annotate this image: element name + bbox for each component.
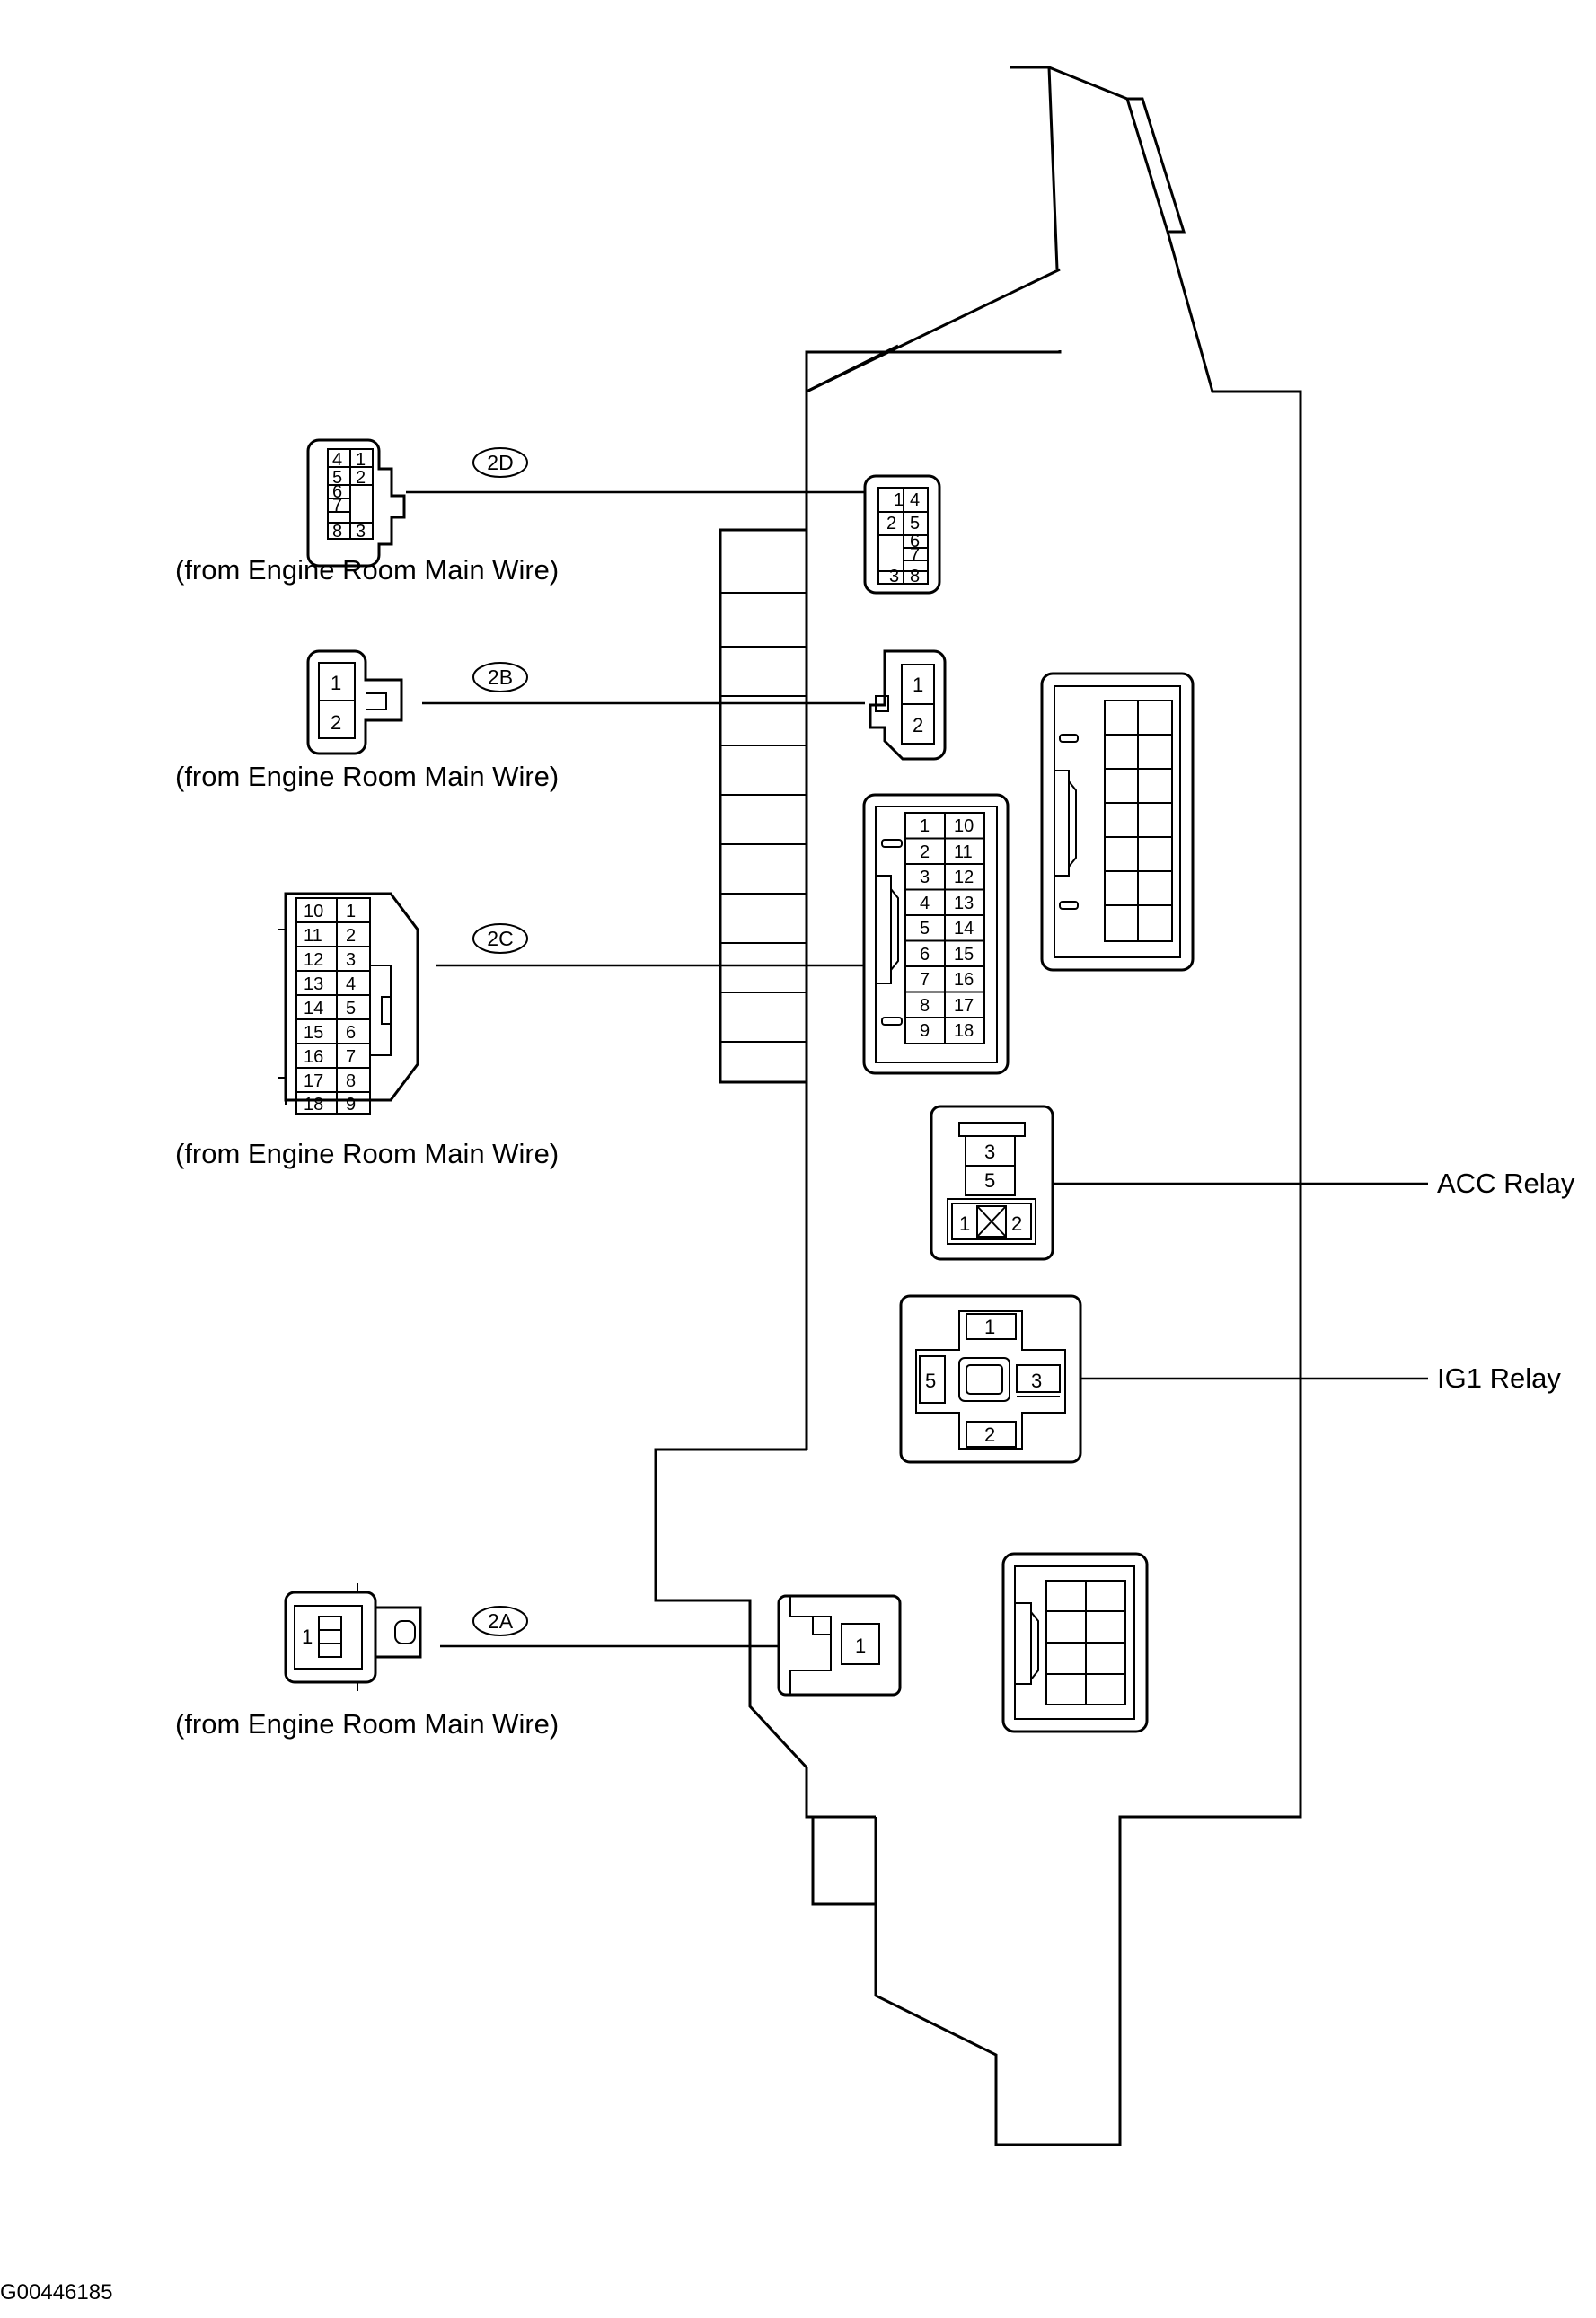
pin-label: 1	[984, 1316, 995, 1338]
pin-label: 2	[346, 926, 356, 946]
harness-connector-2b[interactable]: 1 2	[306, 649, 403, 755]
harness-connector-2d[interactable]: 4 1 5 2 6 7 8 3	[306, 438, 406, 568]
pin-label: 7	[920, 970, 930, 990]
pin-grid: 10 1 11 2 12 3 13 4 14 5 15 6 16 7 17 8 …	[304, 902, 356, 1115]
block-connector-2a[interactable]: 1	[777, 1594, 902, 1697]
pin-label: 17	[954, 996, 974, 1016]
pin-label: 5	[920, 919, 930, 939]
code-label: 2B	[488, 665, 513, 689]
pin-label: 10	[954, 816, 974, 836]
acc-relay-socket[interactable]: 3 5 1 2	[930, 1105, 1054, 1261]
harness-note-2a: (from Engine Room Main Wire)	[175, 1708, 559, 1740]
pin-label: 2	[913, 714, 923, 736]
code-badge-2c: 2C	[472, 923, 528, 954]
pin-label: 16	[954, 970, 974, 990]
rib-lines	[720, 592, 807, 1043]
pin-grid: 1 10 2 11 3 12 4 13 5 14 6 15 7 16 8 17 …	[920, 816, 974, 1041]
pin-label: 9	[346, 1095, 356, 1115]
harness-connector-2c[interactable]: 10 1 11 2 12 3 13 4 14 5 15 6 16 7 17 8 …	[278, 892, 419, 1115]
pin-label: 6	[910, 532, 920, 551]
harness-note-2b: (from Engine Room Main Wire)	[175, 761, 559, 792]
pin-label: 1	[920, 816, 930, 836]
pin-label: 2	[1011, 1212, 1022, 1235]
junction-block-body	[654, 66, 1302, 2146]
pin-label: 4	[346, 974, 356, 994]
harness-note-2d: (from Engine Room Main Wire)	[175, 554, 559, 586]
pin-label: 11	[304, 926, 322, 946]
pin-label: 2	[920, 842, 930, 862]
pin-label: 11	[954, 842, 973, 862]
pin-label: 13	[304, 974, 323, 994]
pin-label: 1	[346, 902, 356, 921]
pin-label: 1	[913, 674, 923, 696]
pin-label: 8	[910, 567, 920, 586]
pin-label: 12	[304, 950, 323, 970]
pin-label: 9	[920, 1021, 930, 1041]
unlabeled-connector-upper	[1040, 672, 1195, 972]
code-label: 2A	[488, 1609, 514, 1633]
pin-label: 7	[910, 545, 920, 565]
pin-label: 13	[954, 894, 974, 913]
pin-label: 18	[304, 1095, 323, 1115]
pin-label: 3	[1031, 1370, 1042, 1392]
pin-label: 1	[331, 672, 341, 694]
pin-label: 1	[894, 490, 904, 510]
pin-label: 3	[984, 1141, 995, 1163]
block-connector-2c[interactable]: 1 10 2 11 3 12 4 13 5 14 6 15 7 16 8 17 …	[862, 793, 1010, 1075]
pin-label: 7	[346, 1047, 356, 1067]
unlabeled-connector-lower	[1001, 1552, 1149, 1733]
pin-label: 5	[925, 1370, 936, 1392]
code-label: 2C	[487, 927, 513, 950]
code-badge-2a: 2A	[472, 1606, 528, 1636]
pin-label: 15	[954, 945, 974, 965]
block-connector-2b[interactable]: 1 2	[869, 649, 947, 761]
ig1-relay-socket[interactable]: 1 5 3 2	[899, 1294, 1082, 1464]
pin-label: 5	[984, 1169, 995, 1192]
acc-relay-label: ACC Relay	[1437, 1168, 1575, 1199]
pin-label: 8	[920, 996, 930, 1016]
pin-label: 2	[356, 468, 366, 488]
ig1-relay-label: IG1 Relay	[1437, 1362, 1561, 1394]
pin-label: 5	[910, 514, 920, 533]
pin-label: 3	[356, 522, 366, 542]
block-connector-2d[interactable]: 1 4 2 5 6 7 3 8	[863, 474, 941, 595]
figure-id: G00446185	[0, 2280, 112, 2305]
pin-label: 8	[346, 1071, 356, 1091]
harness-note-2c: (from Engine Room Main Wire)	[175, 1138, 559, 1169]
pin-label: 14	[304, 999, 323, 1018]
pin-label: 3	[346, 950, 356, 970]
code-label: 2D	[487, 451, 513, 474]
pin-label: 1	[855, 1635, 866, 1657]
pin-label: 6	[346, 1023, 356, 1043]
pin-label: 2	[984, 1423, 995, 1446]
pin-label: 7	[332, 496, 342, 516]
pin-label: 4	[920, 894, 930, 913]
pin-label: 8	[332, 522, 342, 542]
pin-label: 4	[910, 490, 920, 510]
code-badge-2d: 2D	[472, 447, 528, 478]
harness-connector-2a[interactable]: 1	[284, 1583, 422, 1691]
pin-label: 3	[889, 567, 899, 586]
pin-label: 2	[886, 514, 896, 533]
pin-label: 6	[920, 945, 930, 965]
pin-label: 14	[954, 919, 974, 939]
pin-label: 6	[332, 482, 342, 502]
code-badge-2b: 2B	[472, 662, 528, 692]
pin-label: 12	[954, 868, 974, 887]
pin-label: 10	[304, 902, 323, 921]
pin-label: 18	[954, 1021, 974, 1041]
pin-label: 5	[346, 999, 356, 1018]
pin-label: 5	[332, 468, 342, 488]
pin-label: 2	[331, 711, 341, 734]
pin-label: 3	[920, 868, 930, 887]
pin-label: 17	[304, 1071, 323, 1091]
pin-label: 4	[332, 450, 342, 470]
pin-label: 1	[959, 1212, 970, 1235]
pin-label: 1	[356, 450, 366, 470]
pin-label: 16	[304, 1047, 323, 1067]
pin-label: 15	[304, 1023, 323, 1043]
pin-label: 1	[302, 1626, 313, 1648]
